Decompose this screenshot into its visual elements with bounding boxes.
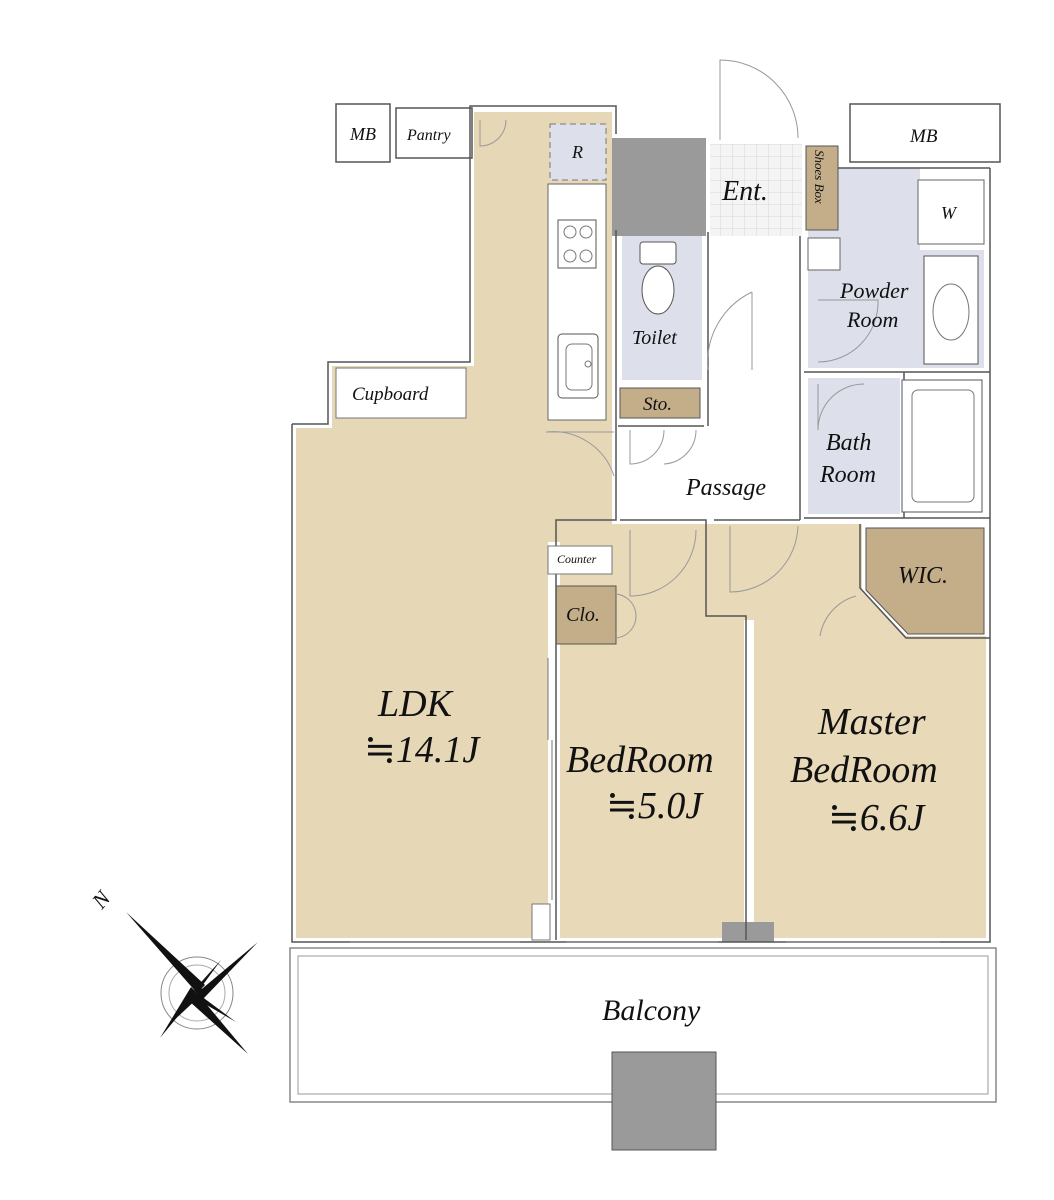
mb-left-label: MB bbox=[349, 124, 376, 144]
counter-label: Counter bbox=[557, 552, 597, 566]
powder-room-label-2: Room bbox=[846, 307, 898, 332]
washbasin-icon bbox=[923, 255, 979, 365]
toilet-icon bbox=[639, 241, 677, 315]
bathtub-icon bbox=[901, 379, 983, 513]
pantry-label: Pantry bbox=[406, 127, 451, 144]
bath-room-label-1: Bath bbox=[826, 430, 871, 456]
wic-space bbox=[865, 527, 985, 635]
entrance-floor bbox=[710, 144, 802, 236]
mb-right-label: MB bbox=[909, 126, 938, 147]
pipe-shaft-entrance bbox=[612, 138, 706, 236]
shoes-box-space bbox=[805, 145, 839, 231]
closet-label: Clo. bbox=[566, 604, 600, 626]
cupboard-label: Cupboard bbox=[352, 384, 429, 405]
washer-label: W bbox=[941, 203, 958, 223]
master-size-label: ≒6.6J bbox=[828, 797, 926, 839]
storage-space bbox=[619, 387, 701, 419]
compass-rose-icon bbox=[126, 912, 258, 1054]
pipe-shaft-column bbox=[722, 922, 774, 942]
bedroom-size-label: ≒5.0J bbox=[606, 785, 704, 827]
passage-floor bbox=[622, 426, 798, 514]
powder-room-label-1: Powder bbox=[839, 278, 909, 303]
cupboard-space bbox=[335, 367, 467, 419]
compass-north-label: N bbox=[86, 885, 116, 914]
bath-room-label-2: Room bbox=[819, 462, 876, 488]
stove-icon bbox=[557, 219, 597, 269]
toilet-label: Toilet bbox=[632, 327, 677, 349]
bath-room-floor bbox=[808, 378, 900, 514]
ldk-size-label: ≒14.1J bbox=[364, 729, 481, 771]
entrance-label: Ent. bbox=[721, 176, 768, 207]
closet-space bbox=[555, 585, 617, 645]
ldk-floor bbox=[296, 112, 612, 938]
powder-room-cabinet bbox=[807, 237, 841, 271]
ldk-name-label: LDK bbox=[377, 683, 454, 725]
washer-space bbox=[917, 179, 985, 245]
master-name-label-2: BedRoom bbox=[790, 749, 938, 791]
balcony-label: Balcony bbox=[602, 994, 701, 1027]
kitchen-sink-icon bbox=[557, 333, 599, 399]
passage-label: Passage bbox=[685, 475, 766, 501]
master-bedroom-floor bbox=[718, 524, 986, 938]
fridge-space bbox=[549, 123, 607, 181]
fridge-label: R bbox=[571, 142, 583, 162]
master-name-label-1: Master bbox=[817, 701, 926, 743]
wic-label: WIC. bbox=[898, 563, 948, 589]
bedroom-name-label: BedRoom bbox=[566, 739, 714, 781]
storage-label: Sto. bbox=[643, 394, 672, 415]
counter-space bbox=[547, 545, 613, 575]
shoes-box-label: Shoes Box bbox=[812, 150, 827, 204]
